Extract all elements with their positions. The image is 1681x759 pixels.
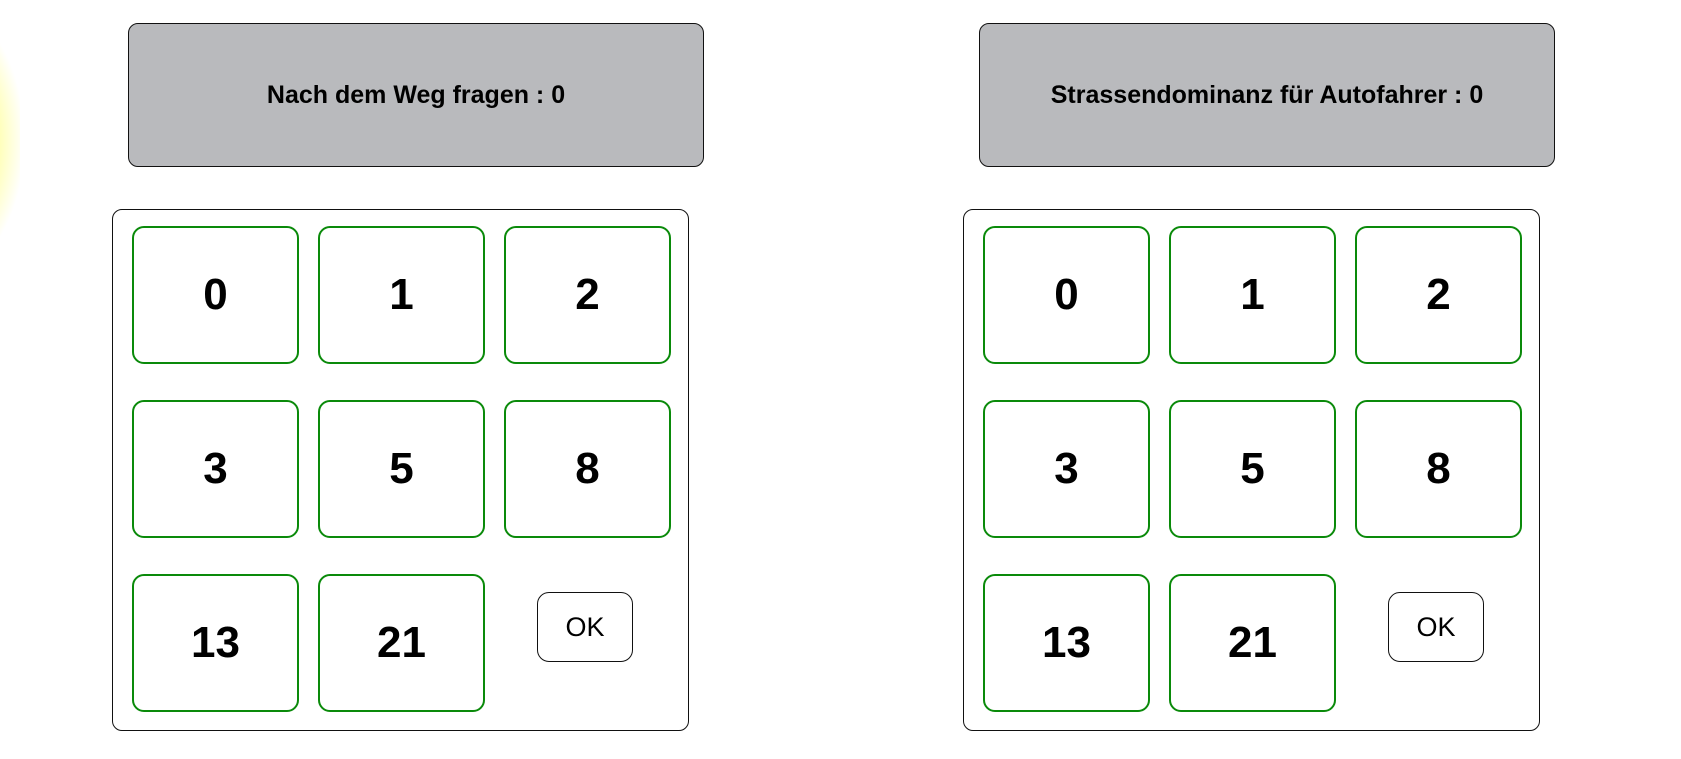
- keypad-key-1[interactable]: 1: [318, 226, 485, 364]
- ok-button[interactable]: OK: [1388, 592, 1484, 662]
- panel-title: Strassendominanz für Autofahrer : 0: [979, 23, 1555, 167]
- keypad-key-2[interactable]: 2: [504, 226, 671, 364]
- yellow-glow-decoration: [0, 10, 20, 270]
- keypad-key-13[interactable]: 13: [983, 574, 1150, 712]
- keypad-key-21[interactable]: 21: [1169, 574, 1336, 712]
- keypad-key-5[interactable]: 5: [318, 400, 485, 538]
- number-keypad: 0 1 2 3 5 8 13 21 OK: [963, 209, 1540, 731]
- keypad-key-2[interactable]: 2: [1355, 226, 1522, 364]
- keypad-key-8[interactable]: 8: [504, 400, 671, 538]
- estimate-panel-right: Strassendominanz für Autofahrer : 0 0 1 …: [963, 0, 1555, 759]
- keypad-key-13[interactable]: 13: [132, 574, 299, 712]
- keypad-key-3[interactable]: 3: [132, 400, 299, 538]
- number-keypad: 0 1 2 3 5 8 13 21 OK: [112, 209, 689, 731]
- keypad-key-3[interactable]: 3: [983, 400, 1150, 538]
- keypad-key-0[interactable]: 0: [132, 226, 299, 364]
- panel-title: Nach dem Weg fragen : 0: [128, 23, 704, 167]
- ok-button[interactable]: OK: [537, 592, 633, 662]
- keypad-key-1[interactable]: 1: [1169, 226, 1336, 364]
- keypad-key-5[interactable]: 5: [1169, 400, 1336, 538]
- keypad-key-8[interactable]: 8: [1355, 400, 1522, 538]
- keypad-key-21[interactable]: 21: [318, 574, 485, 712]
- keypad-key-0[interactable]: 0: [983, 226, 1150, 364]
- estimate-panel-left: Nach dem Weg fragen : 0 0 1 2 3 5 8 13 2…: [112, 0, 704, 759]
